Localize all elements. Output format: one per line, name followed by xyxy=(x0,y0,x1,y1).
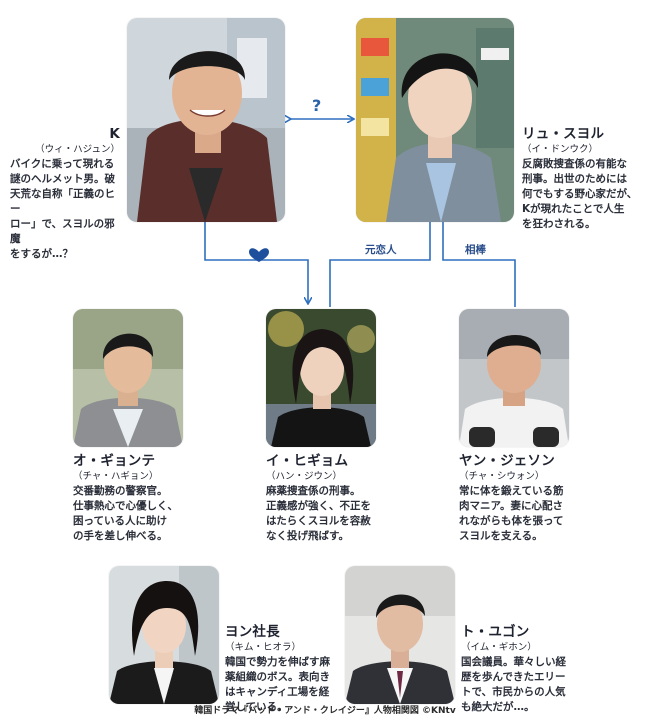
relation-question-mark: ? xyxy=(312,96,322,115)
photo-yang xyxy=(459,309,569,447)
actor-name-yeon: （キム・ヒオラ） xyxy=(225,642,302,653)
character-info-oh: オ・ギョンテ （チャ・ハギョン） 交番勤務の警察官。 仕事熱心で心優しく、 困っ… xyxy=(73,453,213,544)
photo-oh xyxy=(73,309,183,447)
character-desc-oh: 交番勤務の警察官。 仕事熱心で心優しく、 困っている人に助け の手を差し伸べる。 xyxy=(73,485,178,542)
actor-name-oh: （チャ・ハギョン） xyxy=(73,471,159,482)
photo-yeon xyxy=(109,566,219,704)
character-name-yang: ヤン・ジェソン xyxy=(459,453,555,469)
actor-name-yang: （チャ・シウォン） xyxy=(459,471,545,482)
relation-label-ex-lover: 元恋人 xyxy=(365,244,397,256)
character-name-k: K xyxy=(109,126,120,142)
actor-name-ryu: （イ・ドンウク） xyxy=(522,144,599,155)
character-name-lee: イ・ヒギョム xyxy=(266,453,349,469)
character-desc-to: 国会議員。華々しい経 歴を歩んできたエリー トで、市民からの人気 も絶大だが…。 xyxy=(461,656,566,713)
actor-name-k: （ウィ・ハジュン） xyxy=(35,144,120,155)
character-name-to: ト・ユゴン xyxy=(461,624,530,640)
actor-name-to: （イム・ギホン） xyxy=(461,642,537,653)
photo-k xyxy=(127,18,285,222)
heart-icon xyxy=(249,248,269,262)
character-desc-lee: 麻薬捜査係の刑事。 正義感が強く、不正を はたらくスヨルを容赦 なく投げ飛ばす。 xyxy=(266,485,371,542)
character-desc-k: バイクに乗って現れる 謎のヘルメット男。破 天荒な自称「正義のヒー ロー」で、ス… xyxy=(10,158,115,260)
character-desc-ryu: 反腐敗捜査係の有能な 刑事。出世のためには 何でもする野心家だが、 Kが現れたこ… xyxy=(522,158,638,230)
character-info-k: K （ウィ・ハジュン） バイクに乗って現れる 謎のヘルメット男。破 天荒な自称「… xyxy=(10,126,120,262)
actor-name-lee: （ハン・ジウン） xyxy=(266,471,343,482)
character-info-yang: ヤン・ジェソン （チャ・シウォン） 常に体を鍛えている筋 肉マニア。妻に心配さ … xyxy=(459,453,599,544)
character-name-oh: オ・ギョンテ xyxy=(73,453,156,469)
character-info-ryu: リュ・スヨル （イ・ドンウク） 反腐敗捜査係の有能な 刑事。出世のためには 何で… xyxy=(522,126,647,232)
character-info-lee: イ・ヒギョム （ハン・ジウン） 麻薬捜査係の刑事。 正義感が強く、不正を はたら… xyxy=(266,453,406,544)
photo-lee xyxy=(266,309,376,447)
photo-ryu xyxy=(356,18,514,222)
character-info-to: ト・ユゴン （イム・ギホン） 国会議員。華々しい経 歴を歩んできたエリー トで、… xyxy=(461,624,591,715)
character-desc-yeon: 韓国で勢力を伸ばす麻 薬組織のボス。表向き はキャンディ工場を経 営している。 xyxy=(225,656,330,713)
character-desc-yang: 常に体を鍛えている筋 肉マニア。妻に心配さ れながらも体を張って スヨルを支える… xyxy=(459,485,564,542)
character-name-yeon: ヨン社長 xyxy=(225,624,280,640)
ryu-to-lee-line xyxy=(329,222,431,307)
k-to-lee-line xyxy=(204,222,308,303)
character-name-ryu: リュ・スヨル xyxy=(522,126,605,142)
relation-label-partner: 相棒 xyxy=(465,244,486,256)
ryu-to-yang-line xyxy=(442,222,516,307)
diagram-caption: 韓国ドラマ『バッド・アンド・クレイジー』人物相関図 ©KNtv xyxy=(194,706,456,716)
photo-to xyxy=(345,566,455,704)
character-info-yeon: ヨン社長 （キム・ヒオラ） 韓国で勢力を伸ばす麻 薬組織のボス。表向き はキャン… xyxy=(225,624,345,715)
